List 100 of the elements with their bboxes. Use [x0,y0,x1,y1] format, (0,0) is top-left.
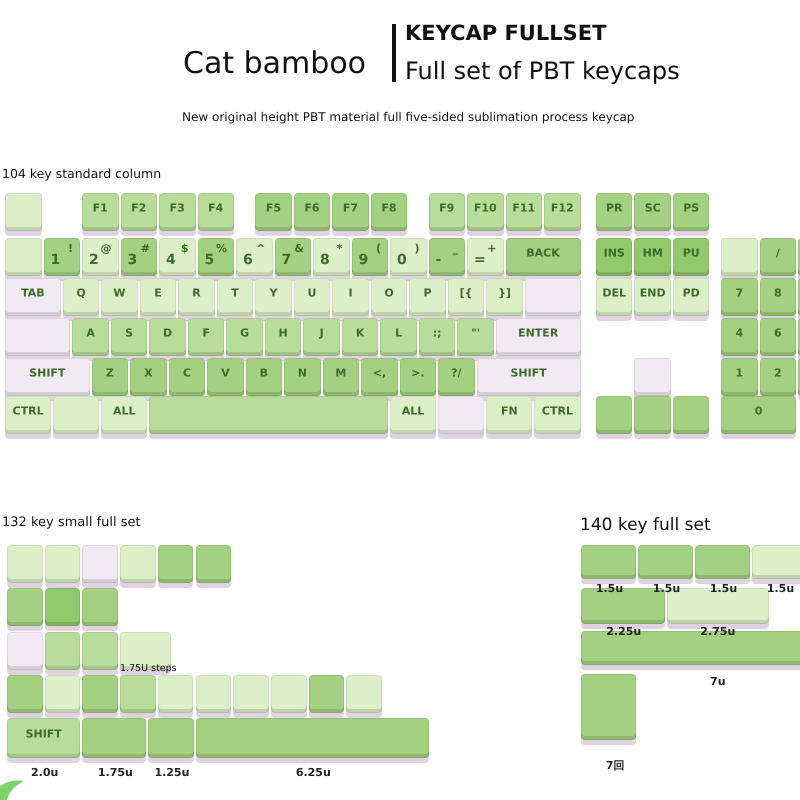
key-legend: FN [500,406,518,417]
key-legend: "' [471,328,480,339]
key-legend: TAB [21,288,45,299]
key-legend: 3 [128,253,138,267]
heading: KEYCAP FULLSET [405,22,606,46]
key-legend: C [182,368,191,379]
key-legend: DEL [602,288,626,299]
key-legend: ALL [113,406,136,417]
key-legend: & [294,243,304,254]
product-title: Cat bamboo [183,47,366,80]
key-legend: F4 [208,202,224,214]
key-legend: 4 [736,328,744,339]
key-legend: $ [180,243,188,254]
key-legend: Y [270,288,278,299]
key-legend: # [140,243,150,254]
key-legend: F9 [439,202,454,214]
key-legend: PR [606,202,622,214]
key-legend: X [144,368,153,379]
key-legend: ) [414,243,420,254]
key-legend: SHIFT [29,368,66,379]
key-legend: 2 [774,368,782,379]
key-legend: SHIFT [26,728,62,740]
key-legend: / [776,248,780,259]
key-legend: PD [682,288,700,299]
size-label: 7回 [606,760,625,771]
key-legend: N [298,368,307,379]
key-legend: T [231,288,239,299]
size-label: 1.5u [652,583,680,594]
key-legend: ALL [402,406,424,417]
key-legend: PS [683,202,700,214]
key-legend: Q [76,288,86,299]
size-label: 1.75u [98,767,133,778]
size-label: 2.0u [31,767,58,778]
section-title: 140 key full set [580,516,711,535]
key-legend: 2 [89,253,99,267]
key-legend: 7 [736,288,744,299]
key-legend: 1 [736,368,744,379]
key-legend: F6 [304,202,320,214]
description: New original height PBT material full five-sided sublimation process keycap [182,111,634,124]
key-legend: J [320,328,324,339]
key-legend: F [202,328,210,339]
key-legend: CTRL [12,406,44,417]
size-label: 1.25u [154,767,190,778]
key-legend: >. [411,368,425,379]
key-legend: F10 [474,202,497,214]
key-legend: :; [432,328,442,339]
key-legend: 4 [166,253,176,267]
key-legend: 9 [358,253,368,267]
key-legend: W [113,288,126,299]
size-label: 1.5u [710,583,738,594]
key-legend: F2 [131,202,146,214]
size-label: 1.5u [766,583,794,594]
key-legend: 1 [50,253,60,267]
key-legend: END [640,288,666,299]
key-legend: 0 [397,253,407,267]
key-legend: INS [604,248,625,259]
key-legend: ENTER [518,328,558,339]
key-legend: 7 [282,253,292,267]
key-legend: @ [100,243,112,254]
key-legend: CTRL [542,406,573,417]
key-legend: I [348,288,353,299]
key-legend: V [221,368,230,379]
key-legend: F12 [550,202,574,214]
key-legend: }] [498,288,511,299]
key-legend: [{ [460,288,472,299]
key-legend: F7 [342,202,358,214]
key-legend: Z [106,368,114,379]
size-label: 7u [710,676,726,687]
key-legend: ?/ [451,368,462,379]
key-legend: F3 [170,202,185,214]
key-legend: H [278,328,288,339]
key-legend: R [192,288,201,299]
key-legend: * [336,243,342,254]
key-legend: L [395,328,402,339]
key-legend: F1 [92,202,108,214]
key-legend: E [154,288,162,299]
key-legend: SC [644,202,661,214]
key-legend: B [260,368,268,379]
key-legend: SHIFT [510,368,547,379]
section-title: 132 key small full set [2,516,141,530]
key-legend: _ [452,243,458,254]
key-legend: 8 [320,253,330,267]
key-legend: F5 [266,202,282,214]
size-label: 6.25u [296,767,331,778]
key-legend: K [356,328,364,339]
key-legend: 8 [774,288,782,299]
key-legend: PU [682,248,700,259]
key-legend: % [216,243,227,254]
note: 1.75U steps [120,664,177,674]
key-legend: F8 [381,202,397,214]
key-legend: ! [68,243,73,254]
key-legend: 6 [243,253,253,267]
key-legend: <, [372,368,386,379]
key-legend: O [384,288,394,299]
key-legend: + [487,243,496,254]
key-legend: ^ [256,243,266,254]
key-legend: G [240,328,250,339]
key-legend: D [163,328,172,339]
key-legend: U [308,288,316,299]
key-legend: S [125,328,134,339]
